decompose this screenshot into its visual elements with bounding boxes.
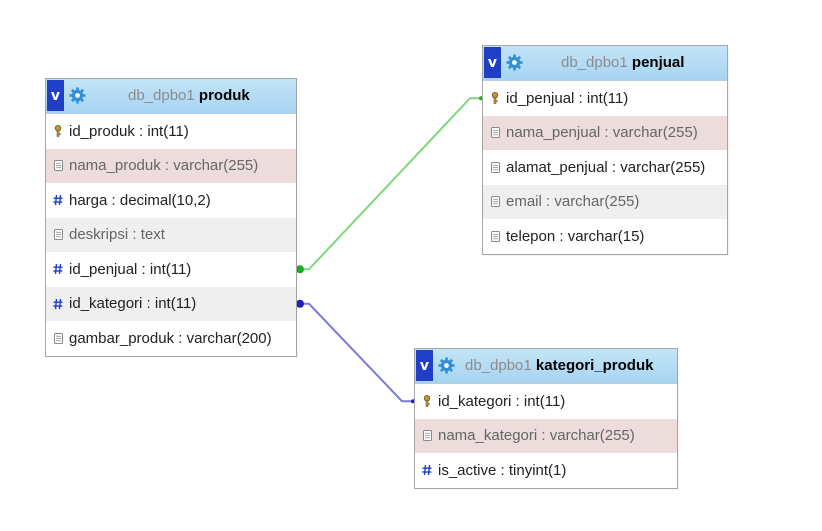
text-field-icon [490,196,500,208]
text-field-icon [490,230,500,242]
column-row[interactable]: nama_kategori : varchar(255) [415,418,677,453]
column-label: nama_penjual : varchar(255) [506,124,698,142]
table-name: kategori_produk [535,357,654,374]
column-label: nama_produk : varchar(255) [69,157,259,175]
text-field-icon [53,229,63,241]
column-label: harga : decimal(10,2) [69,191,211,209]
text-field-icon [422,430,432,442]
column-row[interactable]: gambar_produk : varchar(200) [46,321,296,356]
key-icon [422,395,432,408]
column-row[interactable]: telepon : varchar(15) [483,219,727,254]
toggle-columns-button[interactable]: v [47,80,64,111]
column-label: id_penjual : int(11) [69,260,192,278]
table-title: db_dpbo1 kategori_produk [465,349,653,383]
table-produk[interactable]: v db_dpbo1 produk id_produk : int(11) nam… [45,78,297,357]
text-field-icon [490,127,500,139]
hash-icon [53,263,63,275]
column-row[interactable]: is_active : tinyint(1) [415,453,677,488]
hash-icon [422,464,432,476]
column-list: id_penjual : int(11) nama_penjual : varch… [483,81,727,254]
column-label: id_penjual : int(11) [506,89,629,107]
column-row[interactable]: id_produk : int(11) [46,114,296,149]
column-row[interactable]: nama_penjual : varchar(255) [483,115,727,150]
table-penjual[interactable]: v db_dpbo1 penjual id_penjual : int(11) n… [482,45,728,255]
table-header-penjual[interactable]: v db_dpbo1 penjual [483,46,727,81]
column-label: deskripsi : text [69,226,165,244]
table-header-kategori-produk[interactable]: v db_dpbo1 kategori_produk [415,349,677,384]
column-label: telepon : varchar(15) [506,227,645,245]
column-list: id_kategori : int(11) nama_kategori : var… [415,384,677,488]
column-row[interactable]: id_kategori : int(11) [46,286,296,321]
column-label: alamat_penjual : varchar(255) [506,158,706,176]
column-row[interactable]: id_kategori : int(11) [415,384,677,419]
hash-icon [53,194,63,206]
table-name: penjual [631,54,685,71]
column-row[interactable]: alamat_penjual : varchar(255) [483,150,727,185]
text-field-icon [490,161,500,173]
gear-icon[interactable] [506,54,523,71]
table-db-name: db_dpbo1 [465,357,532,374]
table-title: db_dpbo1 produk [128,79,250,113]
table-header-produk[interactable]: v db_dpbo1 produk [46,79,296,114]
relation-start-dot [296,265,304,274]
column-list: id_produk : int(11) nama_produk : varchar… [46,114,296,356]
column-label: nama_kategori : varchar(255) [438,427,635,445]
table-kategori-produk[interactable]: v db_dpbo1 kategori_produk id_kategori :… [414,348,678,489]
table-db-name: db_dpbo1 [128,87,195,104]
column-row[interactable]: nama_produk : varchar(255) [46,148,296,183]
table-db-name: db_dpbo1 [561,54,628,71]
key-icon [53,125,63,138]
text-field-icon [53,332,63,344]
relation-start-dot [296,299,304,308]
column-label: id_kategori : int(11) [69,295,197,313]
gear-icon[interactable] [69,87,86,104]
toggle-columns-button[interactable]: v [484,47,501,78]
key-icon [490,92,500,105]
column-row[interactable]: id_penjual : int(11) [46,252,296,287]
column-row[interactable]: harga : decimal(10,2) [46,183,296,218]
column-row[interactable]: id_penjual : int(11) [483,81,727,116]
column-label: gambar_produk : varchar(200) [69,329,272,347]
hash-icon [53,298,63,310]
relation-produk-kategori [300,302,413,403]
table-name: produk [198,87,250,104]
text-field-icon [53,160,63,172]
toggle-columns-button[interactable]: v [416,350,433,381]
column-row[interactable]: deskripsi : text [46,217,296,252]
column-label: email : varchar(255) [506,193,640,211]
column-row[interactable]: email : varchar(255) [483,184,727,219]
column-label: id_kategori : int(11) [438,392,566,410]
column-label: id_produk : int(11) [69,122,189,140]
table-title: db_dpbo1 penjual [561,46,684,80]
relation-produk-penjual [300,97,481,271]
column-label: is_active : tinyint(1) [438,461,567,479]
gear-icon[interactable] [438,357,455,374]
